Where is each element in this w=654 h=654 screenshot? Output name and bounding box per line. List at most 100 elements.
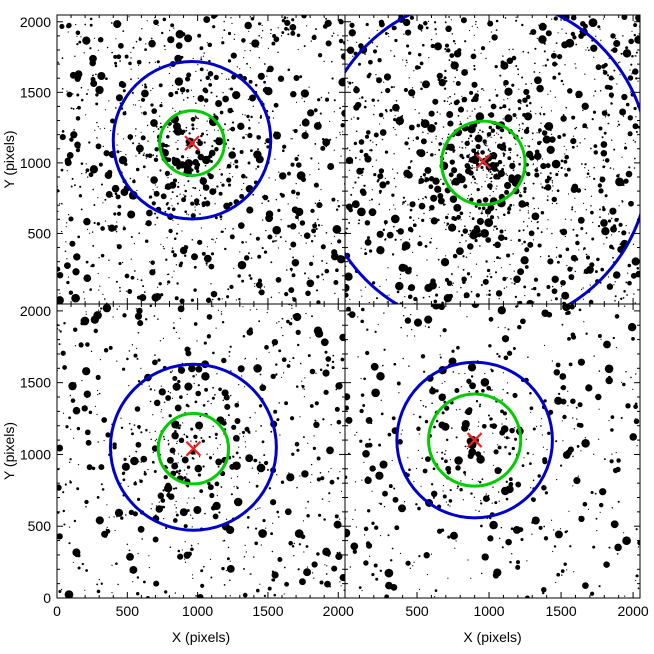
star-point (531, 138, 534, 140)
star-point (168, 91, 174, 98)
star-point (212, 513, 219, 520)
star-point (458, 101, 461, 103)
star-point (160, 409, 163, 411)
star-point (97, 394, 99, 396)
star-point (575, 406, 578, 409)
star-point (60, 168, 64, 172)
star-point (489, 215, 495, 220)
star-point (311, 572, 314, 574)
star-point (133, 270, 136, 272)
star-point (619, 74, 621, 76)
star-point (497, 217, 500, 219)
star-point (314, 419, 317, 422)
star-point (121, 462, 130, 471)
star-point (553, 545, 557, 548)
outer-aperture-circle (111, 60, 273, 221)
star-point (500, 267, 503, 269)
star-point (180, 455, 183, 458)
star-point (460, 233, 464, 237)
star-point (122, 478, 126, 482)
star-point (319, 472, 322, 474)
star-point (153, 315, 156, 317)
star-point (444, 453, 446, 456)
star-point (173, 322, 175, 324)
star-point (74, 345, 77, 347)
star-point (255, 484, 259, 488)
star-point (607, 122, 609, 125)
star-point (133, 353, 138, 358)
star-point (220, 421, 222, 423)
star-point (392, 103, 400, 112)
star-point (64, 483, 67, 486)
star-point (623, 305, 626, 307)
star-point (113, 54, 118, 59)
star-point (301, 384, 303, 387)
star-point (449, 459, 451, 461)
star-point (233, 486, 235, 488)
star-point (447, 133, 450, 136)
star-point (167, 36, 175, 44)
star-point (345, 528, 351, 538)
star-point (464, 147, 467, 149)
star-point (345, 292, 349, 298)
star-point (221, 389, 229, 397)
star-point (176, 147, 179, 151)
star-point (367, 509, 371, 513)
star-point (290, 30, 296, 36)
star-point (279, 434, 281, 436)
star-point (337, 205, 341, 208)
star-point (413, 561, 415, 563)
star-point (408, 468, 411, 471)
star-point (512, 525, 521, 534)
star-point (146, 124, 149, 127)
star-point (371, 521, 375, 525)
star-point (469, 235, 471, 237)
star-point (371, 41, 374, 44)
star-point (243, 567, 245, 570)
star-point (245, 133, 247, 136)
star-point (224, 403, 231, 410)
star-point (175, 29, 185, 39)
star-point (186, 465, 191, 469)
star-point (309, 337, 311, 339)
star-point (412, 223, 417, 228)
star-point (58, 343, 61, 346)
star-point (548, 409, 554, 415)
star-point (578, 249, 580, 251)
star-point (430, 153, 434, 157)
star-point (376, 77, 383, 84)
star-point (473, 496, 476, 499)
star-point (459, 211, 464, 216)
star-point (574, 261, 576, 263)
star-point (489, 170, 492, 174)
star-point (315, 372, 317, 374)
star-point (254, 83, 258, 87)
star-point (249, 309, 251, 311)
star-point (281, 318, 283, 320)
star-point (100, 307, 103, 310)
star-point (542, 457, 548, 463)
star-point (412, 251, 414, 253)
star-point (616, 458, 621, 463)
star-point (117, 583, 119, 586)
star-point (315, 227, 318, 230)
star-point (476, 183, 478, 185)
star-point (229, 560, 231, 562)
star-point (254, 541, 259, 546)
star-point (134, 406, 141, 412)
star-point (229, 345, 232, 348)
star-point (521, 243, 523, 245)
star-point (168, 72, 171, 75)
star-point (193, 322, 198, 326)
star-point (498, 537, 501, 540)
star-point (374, 330, 377, 334)
star-point (249, 42, 251, 45)
star-point (613, 69, 616, 72)
star-point (576, 188, 582, 193)
star-point (112, 445, 117, 450)
star-point (284, 19, 291, 26)
star-point (148, 566, 151, 569)
star-point (395, 99, 398, 102)
star-point (335, 208, 339, 211)
star-point (271, 571, 279, 579)
